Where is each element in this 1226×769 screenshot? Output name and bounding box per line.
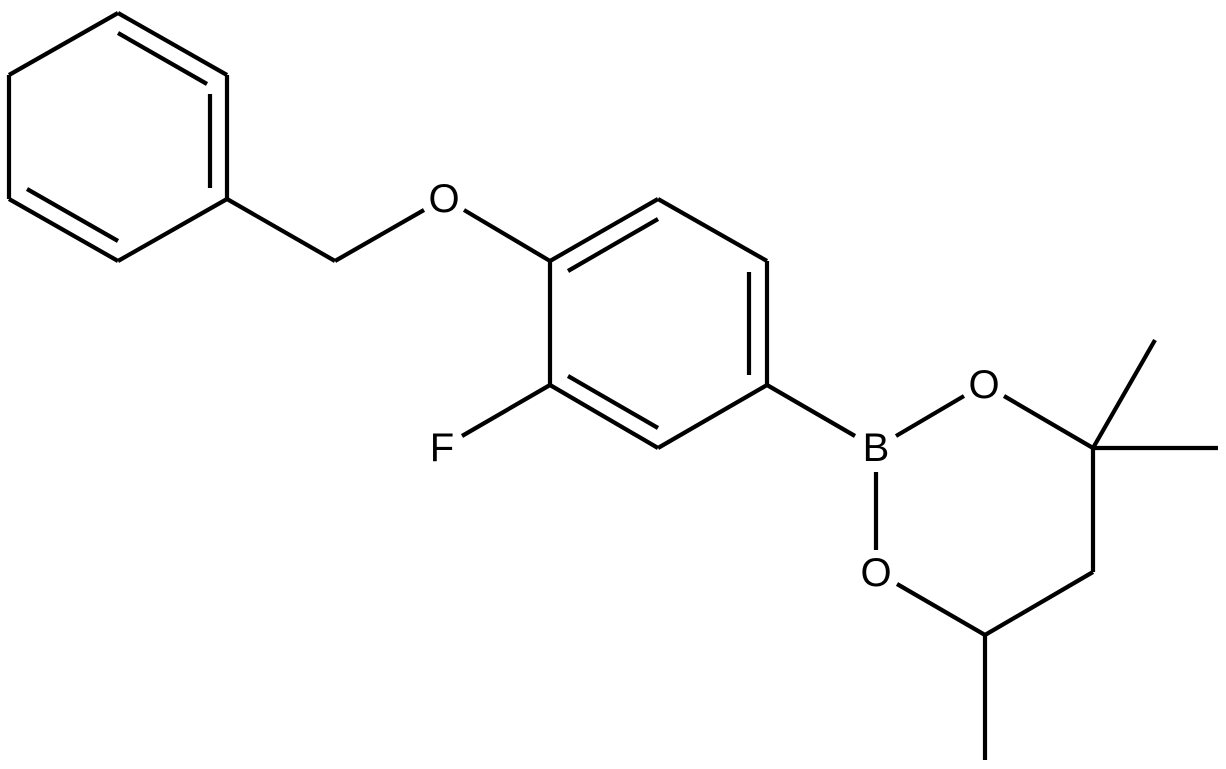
double-bond-inner <box>566 217 660 273</box>
bond <box>548 197 660 263</box>
atom-label-fluorine: F <box>430 426 454 470</box>
bond <box>116 197 229 263</box>
bond <box>333 208 426 263</box>
bond <box>462 208 552 263</box>
bond <box>7 197 120 263</box>
bond <box>7 11 120 77</box>
bond <box>656 383 769 450</box>
bond-c-b <box>765 383 857 438</box>
bond-c-f <box>460 383 552 438</box>
atom-label-oxygen-ring-lower: O <box>860 551 891 595</box>
bond <box>895 582 987 637</box>
double-bond-inner <box>25 187 120 243</box>
methyl-groups <box>982 338 1218 760</box>
bond <box>1002 394 1095 450</box>
double-bond-inner <box>566 374 660 430</box>
bond <box>656 197 769 263</box>
double-bond-inner <box>116 31 209 86</box>
benzyl-phenyl-ring <box>6 11 230 263</box>
atom-label-oxygen-ether: O <box>428 177 459 221</box>
benzyl-linker <box>225 197 552 263</box>
bond <box>548 383 660 450</box>
dioxaborinane-ring <box>873 394 1096 637</box>
bond <box>116 11 229 77</box>
fluorophenyl-ring <box>547 197 770 450</box>
atom-label-boron: B <box>863 426 890 470</box>
bond <box>894 394 966 438</box>
atom-label-oxygen-ring-upper: O <box>968 363 999 407</box>
methyl-bond <box>1091 338 1157 450</box>
bond <box>983 570 1095 637</box>
bond <box>225 197 337 263</box>
